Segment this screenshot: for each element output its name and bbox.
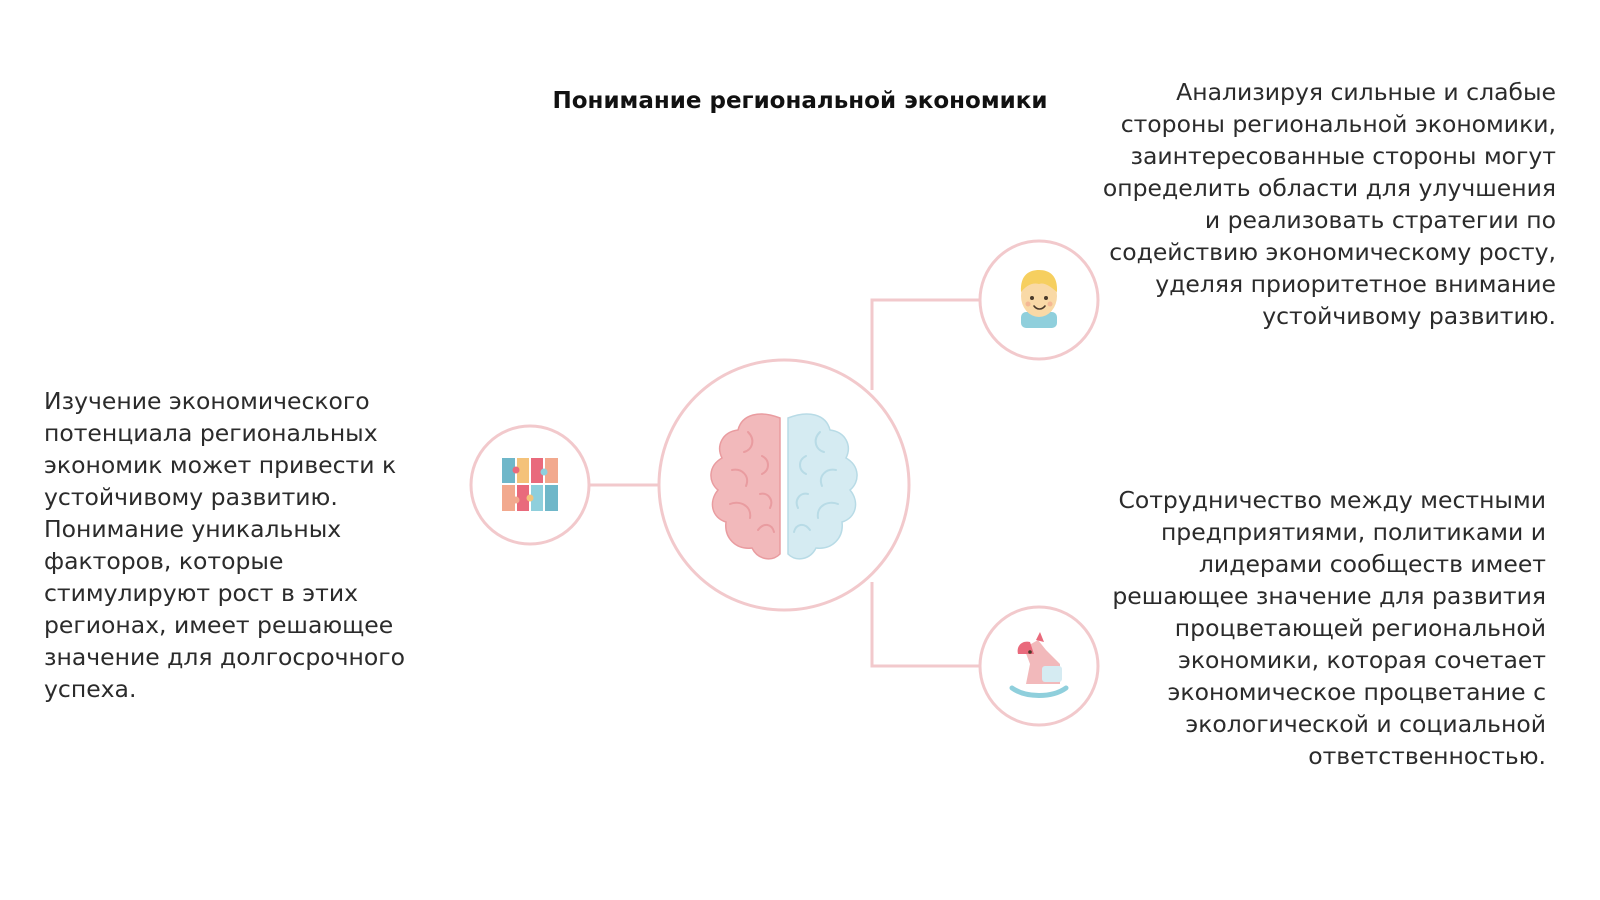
connectors (590, 298, 980, 668)
center-node (657, 358, 911, 612)
node-left-text: Изучение экономического потенциала регио… (44, 387, 405, 703)
left-node (469, 424, 591, 546)
connector-right-top (870, 298, 980, 390)
right-bottom-node (978, 605, 1100, 727)
brain-icon (710, 413, 858, 560)
node-right-top-text: Анализируя сильные и слабые стороны реги… (1102, 78, 1556, 330)
rocking-horse-icon (1009, 632, 1069, 698)
connector-right-bottom (870, 582, 980, 668)
child-face-icon (1020, 270, 1058, 328)
right-top-node (978, 239, 1100, 361)
node-right-bottom-text: Сотрудничество между местными предприяти… (1112, 486, 1546, 770)
page-title: Понимание региональной экономики (552, 88, 1048, 114)
puzzle-icon (502, 458, 558, 511)
